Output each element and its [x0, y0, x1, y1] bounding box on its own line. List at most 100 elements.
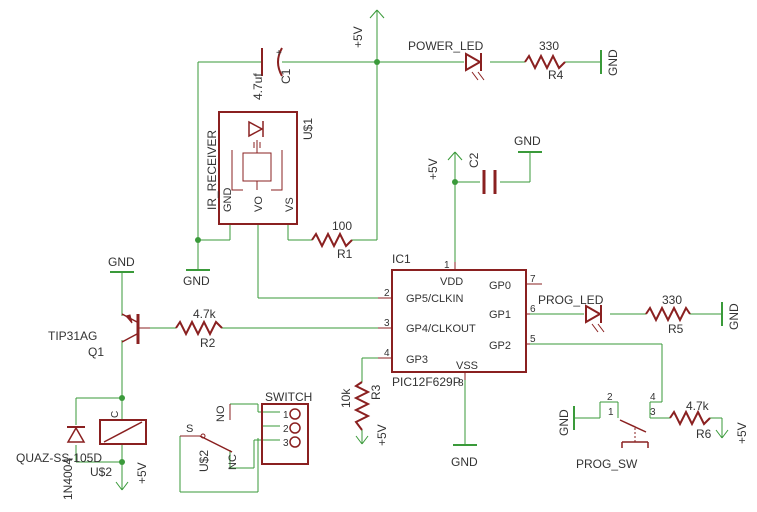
vcc-label-c2: +5V	[426, 158, 440, 180]
ic1-pin7-label: GP0	[489, 280, 511, 292]
gnd-label-r4: GND	[606, 49, 620, 76]
u1-name: U$1	[301, 118, 315, 140]
switch-pin-3: 3	[283, 438, 289, 449]
vcc-label-r3: +5V	[375, 424, 389, 446]
q1-part: TIP31AG	[48, 329, 97, 343]
relay-nc-label: NC	[227, 454, 239, 470]
ic1-pin2-num: 2	[384, 288, 390, 299]
u1-pin-gnd: GND	[222, 188, 234, 213]
c2-name: C2	[467, 152, 481, 168]
vcc-label-r6: +5V	[735, 422, 749, 444]
led-prog: PROG_LED	[538, 293, 605, 333]
gnd-label-ir: GND	[183, 274, 210, 288]
resistor-r2: 4.7k R2	[175, 307, 223, 350]
ic1-pin6-num: 6	[530, 304, 536, 315]
r2-value: 4.7k	[193, 307, 217, 321]
gnd-symbol-r5: GND	[721, 302, 741, 330]
r3-name: R3	[369, 384, 383, 400]
gnd-label-ic1: GND	[451, 455, 478, 469]
ic1-pin3-label: GP4/CLKOUT	[406, 323, 476, 335]
c1-value: 4.7uf	[251, 73, 265, 100]
r1-name: R1	[337, 247, 353, 261]
ic1-name: IC1	[392, 252, 411, 266]
gnd-symbol-q1: GND	[108, 255, 135, 273]
r4-name: R4	[548, 68, 564, 82]
switch-pin-1: 1	[283, 410, 289, 421]
r5-value: 330	[662, 293, 682, 307]
ic1-pin3-num: 3	[384, 318, 390, 329]
relay-no-label: NO	[215, 405, 227, 422]
gnd-symbol-ic1: GND	[451, 444, 478, 469]
resistor-r4: 330 R4	[524, 39, 566, 82]
power-led-name: POWER_LED	[408, 39, 484, 53]
svg-text:+: +	[276, 48, 282, 59]
relay-coil-c: C	[110, 411, 121, 418]
vcc-symbol-c2: +5V	[426, 151, 463, 180]
prog-sw-name: PROG_SW	[576, 457, 638, 471]
r6-value: 4.7k	[686, 399, 710, 413]
r1-value: 100	[332, 219, 352, 233]
junctions	[119, 59, 458, 465]
switch-connector: SWITCH 1 2 3	[261, 390, 312, 465]
r2-name: R2	[200, 336, 216, 350]
vcc-symbol-r6: +5V	[715, 422, 749, 444]
capacitor-c2: C2	[467, 152, 497, 194]
ic1-pin5-num: 5	[530, 334, 536, 345]
u1-pin-vo: VO	[253, 196, 265, 212]
gnd-label-c2: GND	[514, 134, 541, 148]
gnd-label-q1: GND	[108, 255, 135, 269]
r5-name: R5	[668, 322, 684, 336]
u1-label: IR_RECEIVER	[205, 130, 219, 210]
ic1-pin4-num: 4	[384, 348, 390, 359]
vcc-symbol-r3: +5V	[355, 424, 389, 446]
transistor-q1: TIP31AG Q1	[48, 313, 150, 359]
resistor-r6: 4.7k R6	[669, 399, 712, 441]
gnd-label-prog-sw: GND	[557, 409, 571, 436]
ic1-pin4-label: GP3	[406, 354, 428, 366]
u1-pin-vs: VS	[284, 197, 296, 212]
c1-name: C1	[279, 68, 293, 84]
resistor-r1: 100 R1	[311, 219, 353, 261]
r3-value: 10k	[339, 388, 353, 408]
ic1-pin8-num: 8	[458, 378, 464, 389]
prog-switch: 1 2 3 4 PROG_SW	[576, 392, 656, 471]
wires	[75, 30, 723, 493]
ic1-pin1-num: 1	[444, 260, 450, 271]
ic1-pin6-label: GP1	[489, 309, 511, 321]
r6-name: R6	[696, 427, 712, 441]
prog-sw-pin-4: 4	[650, 392, 656, 403]
relay-name-contact: U$2	[197, 450, 211, 472]
gnd-symbol-ir: GND	[183, 269, 210, 288]
ic1-part: PIC12F629P	[392, 375, 461, 389]
prog-led-name: PROG_LED	[538, 293, 604, 307]
ir-receiver-u1: GND VO VS IR_RECEIVER U$1	[205, 111, 315, 225]
resistor-r3: 10k R3	[339, 381, 383, 431]
relay-part: QUAZ-SS-105D	[16, 451, 102, 465]
ic1-pic12f629: IC1 PIC12F629P VDD 1 GP5/CLKIN 2 GP4/CLK…	[378, 252, 542, 389]
q1-name: Q1	[88, 345, 104, 359]
vcc-symbol-top: +5V	[351, 9, 385, 48]
vcc-label-top: +5V	[351, 26, 365, 48]
gnd-symbol-c2: GND	[514, 134, 542, 153]
relay-name-coil: U$2	[90, 465, 112, 479]
diode-name: 1N4004	[61, 458, 75, 500]
gnd-symbol-r4: GND	[600, 49, 620, 76]
r4-value: 330	[539, 39, 559, 53]
relay-s-label: S	[186, 423, 193, 435]
ic1-pin5-label: GP2	[489, 340, 511, 352]
ic1-pin7-num: 7	[530, 274, 536, 285]
ic1-pin2-label: GP5/CLKIN	[406, 293, 464, 305]
gnd-label-r5: GND	[727, 303, 741, 330]
diode-1n4004: 1N4004	[61, 426, 86, 500]
prog-sw-pin-1: 1	[608, 407, 614, 418]
ic1-pin8-label: VSS	[456, 360, 478, 372]
vcc-label-relay: +5V	[135, 462, 149, 484]
switch-label: SWITCH	[265, 390, 312, 404]
vcc-symbol-relay: +5V	[115, 462, 149, 491]
ic1-pin1-label: VDD	[440, 276, 463, 288]
prog-sw-pin-3: 3	[650, 407, 656, 418]
led-power: POWER_LED	[408, 39, 485, 81]
switch-pin-2: 2	[283, 424, 289, 435]
resistor-r5: 330 R5	[645, 293, 691, 336]
